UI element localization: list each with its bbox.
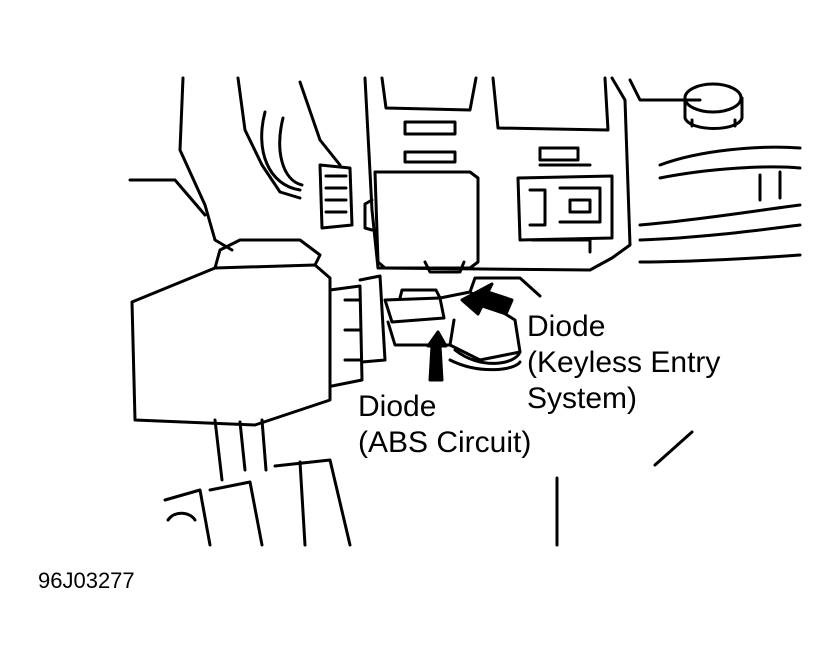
relay-module	[363, 170, 480, 274]
left-harness-outline	[128, 76, 354, 252]
diode-arrows	[426, 282, 514, 382]
lower-harness	[163, 418, 352, 547]
abs-circuit-diode-label: Diode (ABS Circuit)	[358, 389, 531, 461]
left-module	[130, 238, 387, 427]
leader-lines	[555, 430, 694, 547]
arrow-abs-diode	[426, 330, 448, 382]
grommet-plug	[683, 82, 744, 130]
diode-connectors	[383, 276, 542, 372]
keyless-label-line1: Diode	[527, 310, 606, 343]
small-connector	[516, 163, 614, 254]
abs-label-line1: Diode	[358, 390, 437, 423]
fuse-block	[363, 76, 702, 272]
keyless-label-line3: System)	[527, 382, 638, 415]
arrow-keyless-diode	[460, 282, 514, 316]
right-hoses	[638, 145, 802, 264]
keyless-entry-diode-label: Diode (Keyless Entry System)	[527, 309, 720, 417]
abs-label-line2: (ABS Circuit)	[358, 426, 532, 459]
figure-code: 96J03277	[38, 568, 135, 593]
keyless-label-line2: (Keyless Entry	[527, 346, 721, 379]
